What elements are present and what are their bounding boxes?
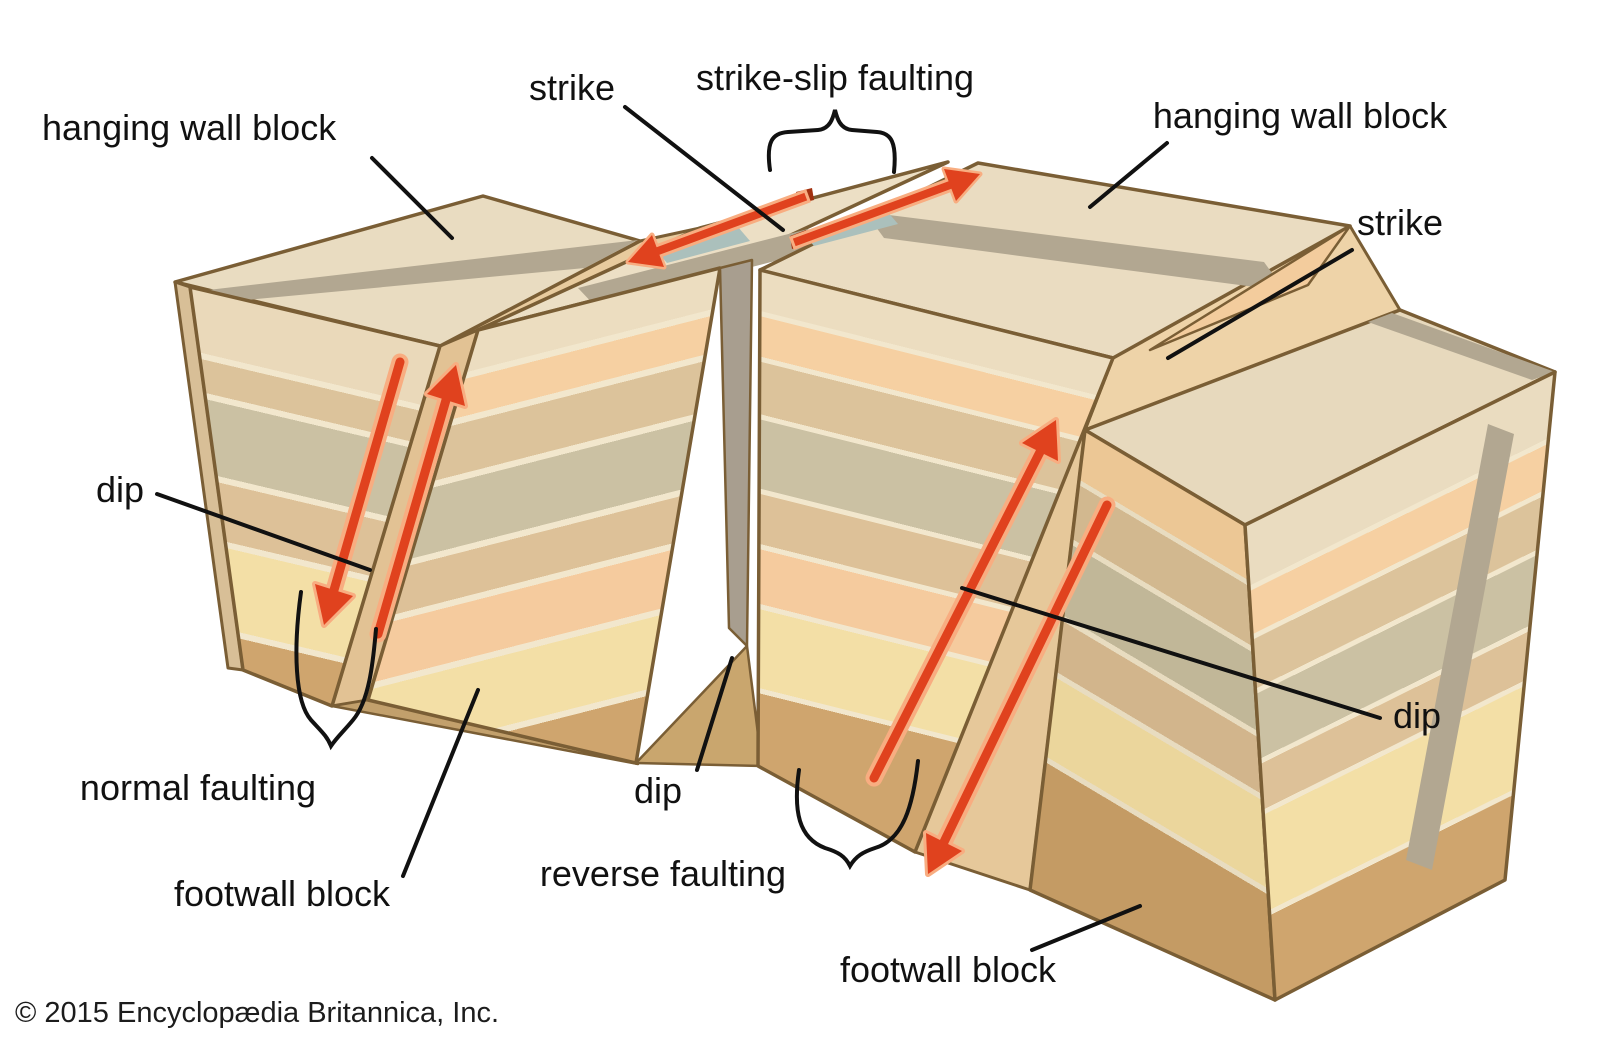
- label-strike-slip: strike-slip faulting: [696, 57, 974, 98]
- center-right-front-face: [756, 268, 1115, 854]
- offset-marker-patch-west: [655, 227, 750, 263]
- strike-slip-gap-floor: [634, 644, 764, 768]
- reverse-fault-group: [756, 161, 1557, 1002]
- right-block-front-marker-stripe: [1406, 424, 1514, 870]
- leader-dip-left: [155, 492, 372, 572]
- label-normal-faulting: normal faulting: [80, 767, 316, 808]
- brace-reverse-faulting: [794, 759, 920, 871]
- left-block-front-face: [188, 285, 442, 708]
- strike-slip-arrows: [625, 166, 983, 270]
- hanging-wall-block-left: [173, 194, 642, 708]
- left-block-top-marker-stripe: [208, 240, 638, 301]
- copyright-notice: © 2015 Encyclopædia Britannica, Inc.: [15, 997, 499, 1029]
- label-dip-right: dip: [1393, 695, 1441, 736]
- strike-slip-fault-zone: [634, 258, 764, 768]
- footwall-block-right: [1028, 308, 1557, 1002]
- leader-hanging-wall-left: [370, 156, 454, 240]
- leader-footwall-bottom: [1030, 904, 1142, 952]
- leader-lines: [155, 105, 1382, 952]
- leader-hanging-wall-right: [1088, 141, 1169, 209]
- overhang-underside: [1148, 224, 1352, 352]
- label-strike-top: strike: [529, 67, 615, 108]
- center-right-top-marker-stripe: [865, 212, 1285, 291]
- brace-normal-faulting: [294, 590, 378, 751]
- brace-strike-slip: [766, 109, 897, 174]
- strike-slip-fault-sliver: [718, 258, 754, 648]
- reverse-fault-arrows: [865, 417, 1116, 877]
- label-hanging-wall-left: hanging wall block: [42, 107, 337, 148]
- leader-dip-center: [695, 656, 734, 772]
- right-block-top-marker-stripe: [1368, 313, 1555, 380]
- label-footwall-bottom: footwall block: [840, 949, 1057, 990]
- label-dip-left: dip: [96, 469, 144, 510]
- leader-strike-right: [1166, 248, 1354, 360]
- label-footwall-left: footwall block: [174, 873, 391, 914]
- label-reverse-faulting: reverse faulting: [540, 853, 786, 894]
- label-hanging-wall-right: hanging wall block: [1153, 95, 1448, 136]
- leader-strike-top: [623, 105, 785, 232]
- hanging-wall-block-right: [756, 161, 1352, 854]
- normal-fault-group: [173, 160, 950, 766]
- footwall-block-left: [366, 160, 950, 765]
- leader-dip-right: [960, 586, 1382, 720]
- normal-fault-arrows: [312, 353, 468, 643]
- label-strike-right: strike: [1357, 202, 1443, 243]
- labels: hanging wall block strike strike-slip fa…: [15, 57, 1448, 1029]
- label-dip-center: dip: [634, 770, 682, 811]
- leader-footwall-left: [401, 688, 480, 878]
- braces: [294, 109, 920, 871]
